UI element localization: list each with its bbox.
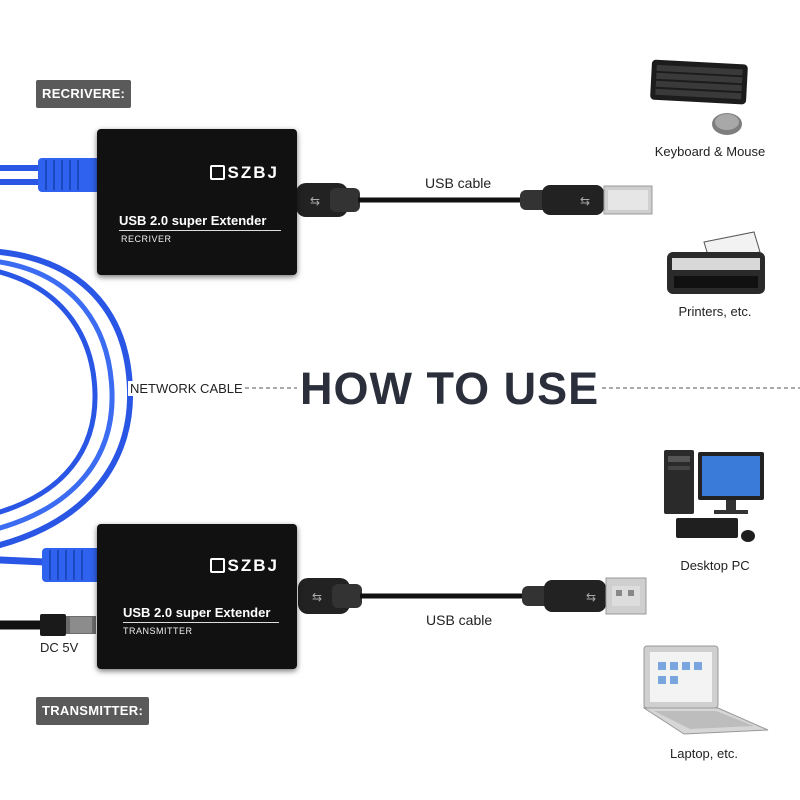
receiver-tag: RECRIVERE: [36,80,132,108]
svg-text:⇆: ⇆ [310,194,320,208]
brand-mark-icon [209,165,225,180]
brand-mark-icon [209,558,225,573]
transmitter-device: SZBJ USB 2.0 super Extender TRANSMITTER [97,524,297,669]
dc-power-cable [0,614,96,636]
device-caption: Printers, etc. [678,304,752,319]
usb-cable-label-top: USB cable [425,175,492,191]
svg-text:⇆: ⇆ [586,590,596,604]
product-underline [119,230,281,231]
receiver-device: SZBJ USB 2.0 super Extender RECRIVER [97,129,297,275]
device-role: TRANSMITTER [123,626,193,636]
how-to-use-headline: HOW TO USE [297,361,603,417]
desktop-pc-icon [664,450,764,542]
printer-icon [667,231,765,294]
device-caption: Laptop, etc. [670,746,738,761]
network-cable-label: NETWORK CABLE [128,381,245,396]
product-underline [123,622,279,623]
usb-cable-top: ⇆ ⇆ [296,183,653,217]
rj45-connector-top [38,158,100,192]
laptop-icon [642,645,769,735]
rj45-connector-bottom [42,548,102,582]
dc-power-label: DC 5V [40,640,79,655]
svg-text:⇆: ⇆ [580,194,590,208]
transmitter-tag: TRANSMITTER: [36,697,150,725]
device-caption: Desktop PC [680,558,750,573]
brand-logo: SZBJ [209,556,279,576]
svg-text:⇆: ⇆ [312,590,322,604]
brand-logo: SZBJ [209,163,279,183]
usb-cable-bottom: ⇆ ⇆ [298,577,647,615]
keyboard-mouse-icon [650,59,748,135]
device-caption: Keyboard & Mouse [654,144,766,159]
product-name: USB 2.0 super Extender [119,213,267,228]
product-name: USB 2.0 super Extender [123,605,271,620]
device-role: RECRIVER [121,234,172,244]
usb-cable-label-bottom: USB cable [426,612,493,628]
